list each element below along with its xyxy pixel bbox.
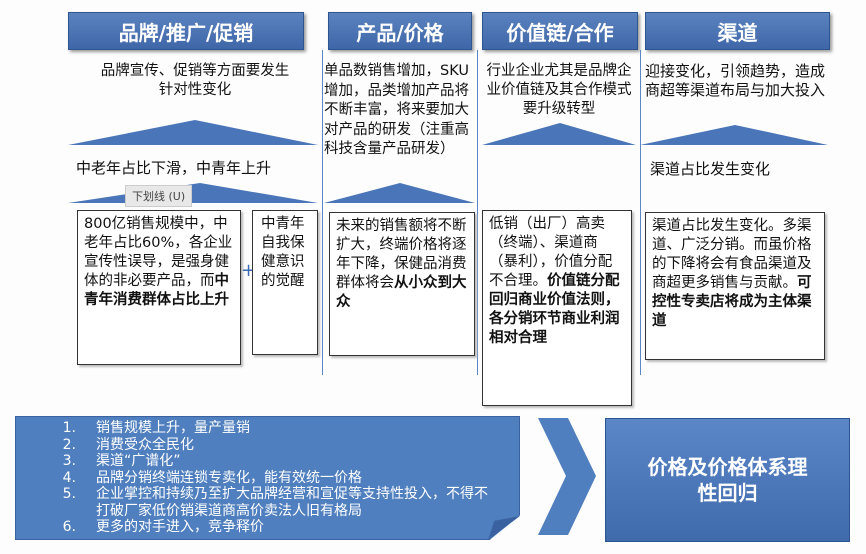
header-channel: 渠道: [645, 12, 830, 50]
triangle: [68, 183, 318, 203]
col1-intro: 品牌宣传、促销等方面要发生针对性变化: [100, 63, 290, 98]
col4-intro: 迎接变化，引领趋势，造成商超等渠道布局与加大投入: [645, 62, 826, 99]
list-item: 3.渠道“广谱化”: [62, 453, 181, 469]
triangle: [640, 125, 828, 145]
col1-box2: 中青年自我保健意识的觉醒: [252, 210, 318, 355]
divider: [322, 50, 323, 375]
list-item: 4.品牌分销终端连锁专卖化，能有效统一价格: [62, 469, 362, 486]
col3-box: 低销（出厂）高卖（终端）、渠道商（暴利），价值分配不合理。价值链分配回归商业价值…: [482, 210, 632, 406]
header-brand: 品牌/推广/促销: [68, 12, 304, 50]
list-item: 6.更多的对手进入，竞争释价: [62, 519, 264, 535]
col2-intro: 单品数销售增加，SKU增加，品类增加产品将不断丰富，将来要加大对产品的研发（注重…: [324, 63, 469, 157]
triangle: [482, 123, 636, 145]
divider: [640, 50, 641, 375]
header-product: 产品/价格: [328, 12, 472, 50]
divider: [477, 50, 478, 375]
col1-sub: 中老年占比下滑，中青年上升: [76, 159, 272, 177]
col2-box: 未来的销售额将不断扩大，终端价格将逐年下降，保健品消费群体将会从小众到大众: [329, 212, 475, 356]
col3-intro: 行业企业尤其是品牌企业价值链及其合作模式要升级转型: [486, 63, 632, 117]
arrow-right-icon: [538, 418, 596, 535]
col4-box: 渠道占比发生变化。多渠道、广泛分销。而虽价格的下降将会有食品渠道及商超更多销售与…: [645, 212, 825, 360]
col1-box1: 800亿销售规模中，中老年占比60%，各企业宣传性误导，是强身健体的非必要产品，…: [77, 210, 241, 365]
col4-sub: 渠道占比发生变化: [650, 160, 771, 178]
triangles: [68, 120, 828, 203]
summary-list: 1.销售规模上升，量产量销 2.消费受众全民化 3.渠道“广谱化” 4.品牌分销…: [15, 416, 520, 540]
result-box: 价格及价格体系理性回归: [605, 418, 850, 542]
header-value-chain: 价值链/合作: [482, 12, 638, 50]
tooltip: 下划线 (U): [125, 185, 193, 207]
list-item: 1.销售规模上升，量产量销: [62, 420, 250, 436]
list-item: 2.消费受众全民化: [62, 436, 194, 453]
triangle: [324, 183, 475, 203]
triangle: [68, 120, 318, 145]
list-item: 5.企业掌控和持续乃至扩大品牌经营和宣促等支持性投入，不得不打破厂家低价销渠道商…: [62, 486, 488, 519]
